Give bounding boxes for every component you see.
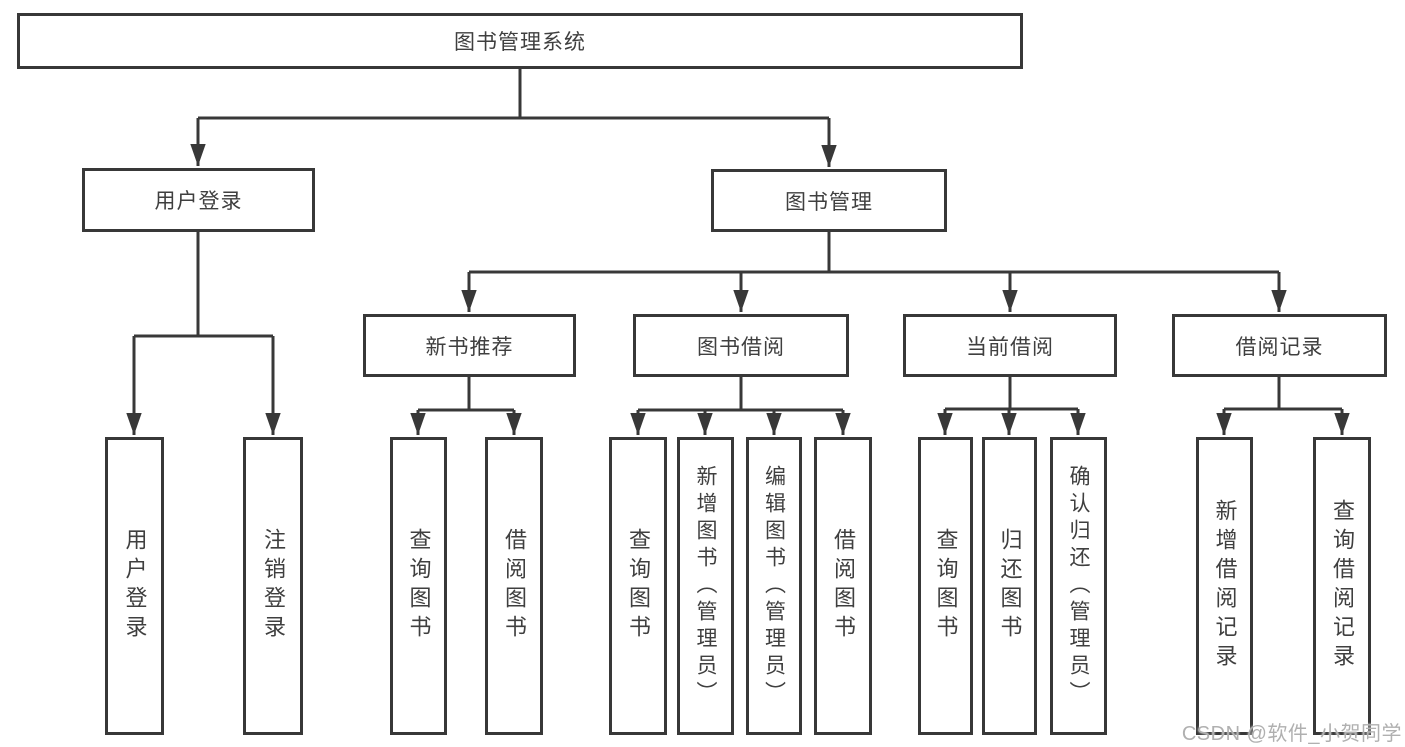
leaf-borrow-books-recommend: 借阅图书 bbox=[485, 437, 543, 735]
leaf-borrow-books: 借阅图书 bbox=[814, 437, 872, 735]
node-label: 借阅图书 bbox=[502, 528, 527, 644]
node-label: 查询图书 bbox=[626, 528, 651, 644]
node-label: 新增图书（管理员） bbox=[694, 464, 717, 708]
node-label: 归还图书 bbox=[997, 528, 1023, 644]
node-user-login-module: 用户登录 bbox=[82, 168, 315, 232]
node-label: 图书借阅 bbox=[697, 335, 785, 359]
leaf-return-books: 归还图书 bbox=[982, 437, 1037, 735]
leaf-query-books-current: 查询图书 bbox=[918, 437, 973, 735]
leaf-user-login: 用户登录 bbox=[105, 437, 164, 735]
leaf-add-borrow-record: 新增借阅记录 bbox=[1196, 437, 1253, 735]
node-label: 新增借阅记录 bbox=[1212, 499, 1238, 673]
leaf-confirm-return-admin: 确认归还（管理员） bbox=[1050, 437, 1107, 735]
leaf-query-borrow-record: 查询借阅记录 bbox=[1313, 437, 1371, 735]
node-label: 用户登录 bbox=[154, 190, 243, 213]
node-borrow-records: 借阅记录 bbox=[1172, 314, 1387, 377]
node-label: 查询图书 bbox=[933, 528, 959, 644]
csdn-watermark: CSDN @软件_小贺同学 bbox=[1181, 723, 1402, 745]
node-label: 确认归还（管理员） bbox=[1067, 464, 1090, 708]
leaf-edit-books-admin: 编辑图书（管理员） bbox=[746, 437, 802, 735]
node-book-management-module: 图书管理 bbox=[711, 169, 947, 232]
node-label: 新书推荐 bbox=[425, 335, 514, 359]
node-label: 图书管理 bbox=[785, 190, 873, 214]
node-new-book-recommend: 新书推荐 bbox=[363, 314, 576, 377]
node-label: 借阅记录 bbox=[1235, 335, 1324, 359]
leaf-query-books-recommend: 查询图书 bbox=[390, 437, 447, 735]
node-label: 查询借阅记录 bbox=[1330, 499, 1355, 673]
leaf-query-books-borrow: 查询图书 bbox=[609, 437, 667, 735]
node-label: 编辑图书（管理员） bbox=[762, 464, 786, 708]
node-book-borrow: 图书借阅 bbox=[633, 314, 849, 377]
leaf-add-books-admin: 新增图书（管理员） bbox=[677, 437, 734, 735]
node-label: 注销登录 bbox=[261, 528, 286, 644]
node-current-borrow: 当前借阅 bbox=[903, 314, 1117, 377]
node-label: 查询图书 bbox=[406, 528, 432, 644]
node-root-system: 图书管理系统 bbox=[17, 13, 1023, 69]
node-label: 图书管理系统 bbox=[454, 31, 586, 54]
leaf-logout: 注销登录 bbox=[243, 437, 303, 735]
node-label: 当前借阅 bbox=[966, 335, 1054, 359]
node-label: 借阅图书 bbox=[831, 528, 856, 644]
node-label: 用户登录 bbox=[122, 528, 148, 644]
spine-lines bbox=[134, 69, 1342, 412]
